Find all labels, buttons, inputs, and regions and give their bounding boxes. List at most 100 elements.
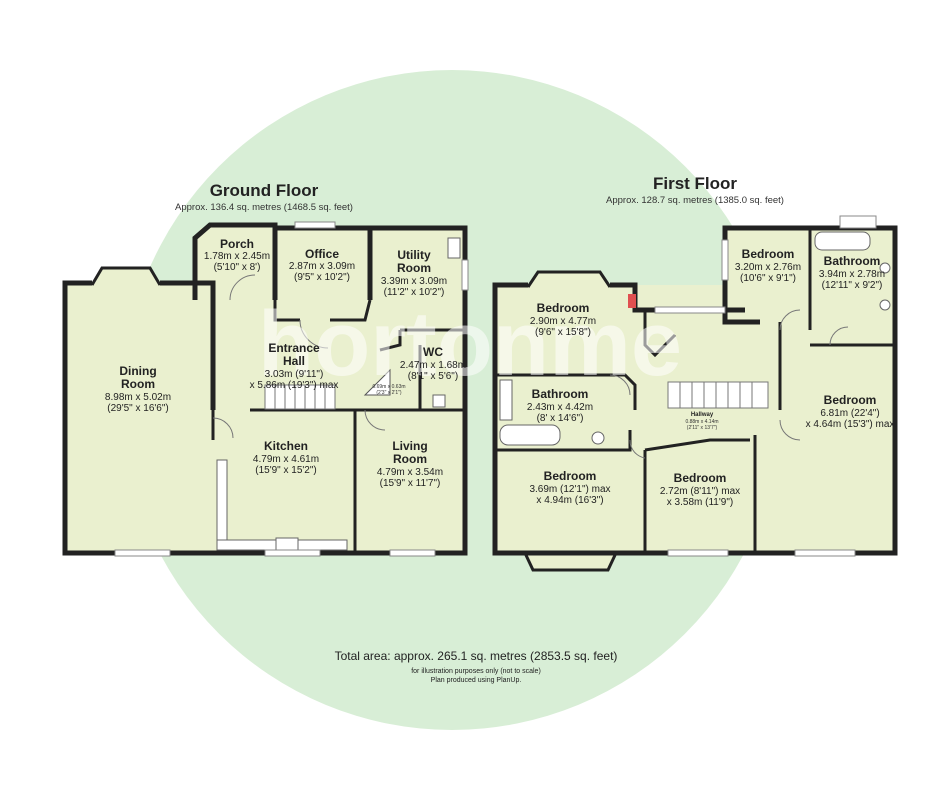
wall-wc-top — [379, 330, 402, 352]
living-window — [389, 549, 436, 557]
office-dim2: (9'5" x 10'2") — [294, 272, 350, 283]
bath-a-sink — [879, 262, 891, 274]
first-stairs — [667, 381, 769, 409]
bath-a-door — [829, 326, 849, 346]
first-left-area — [495, 285, 755, 553]
dining-room-area — [65, 283, 213, 553]
porch-wall — [192, 222, 278, 300]
wall-bed-e-top — [644, 438, 750, 452]
utility-window — [461, 259, 469, 291]
ground-floor-labels: Ground Floor Approx. 136.4 sq. metres (1… — [105, 181, 466, 489]
bed-c-dim1: 6.81m (22'4") — [820, 408, 879, 419]
bed-b-dim1: 3.20m x 2.76m — [735, 262, 801, 273]
bed-b-name: Bedroom — [742, 247, 795, 261]
wc-name: WC — [423, 345, 443, 359]
utility-name2: Room — [397, 261, 431, 275]
wc-dim2: (8'1" x 5'6") — [408, 371, 458, 382]
wc-toilet — [432, 394, 446, 408]
bed-c-window — [794, 549, 856, 557]
first-floor-area: Approx. 128.7 sq. metres (1385.0 sq. fee… — [606, 195, 784, 206]
utility-name1: Utility — [397, 248, 431, 262]
bath-a-window — [839, 215, 877, 229]
footer: Total area: approx. 265.1 sq. metres (28… — [335, 649, 618, 684]
dining-name2: Room — [121, 377, 155, 391]
bath-a-tub — [814, 231, 871, 251]
bed-d-dim2: x 4.94m (16'3") — [536, 495, 603, 506]
hall-dim1: 3.03m (9'11") — [265, 369, 324, 380]
bed-b-dim2: (10'6" x 9'1") — [740, 273, 796, 284]
living-dim1: 4.79m x 3.54m — [377, 467, 443, 478]
bath-b-dim1: 2.43m x 4.42m — [527, 402, 593, 413]
wall-office-bottom — [273, 300, 300, 322]
bed-b-door — [779, 309, 801, 331]
cupboard-dim2: (2'3" x 2'1") — [376, 390, 402, 396]
living-name2: Room — [393, 452, 427, 466]
kitchen-name: Kitchen — [264, 439, 308, 453]
cupboard-dim1: 0.69m x 0.63m — [372, 384, 405, 390]
ground-floor-plan — [62, 221, 469, 557]
bath-b-toilet — [591, 431, 605, 445]
watermark: hortonme — [258, 293, 682, 395]
bath-a-name: Bathroom — [824, 254, 881, 268]
hallway-dim1: 0.88m x 4.14m — [685, 419, 718, 425]
dining-window — [114, 549, 171, 557]
total-area: Total area: approx. 265.1 sq. metres (28… — [335, 649, 618, 663]
bath-a-dim1: 3.94m x 2.78m — [819, 269, 885, 280]
first-floor-labels: First Floor Approx. 128.7 sq. metres (13… — [527, 174, 894, 508]
bed-e-dim1: 2.72m (8'11") max — [660, 486, 740, 497]
office-window — [294, 221, 336, 229]
disclaimer: for illustration purposes only (not to s… — [411, 668, 541, 675]
bath-b-door — [609, 374, 631, 396]
office-dim1: 2.87m x 3.09m — [289, 261, 355, 272]
bed-a-dim2: (9'6" x 15'8") — [535, 327, 591, 338]
hall-name1: Entrance — [268, 341, 320, 355]
wall-bath-bottom — [495, 430, 632, 452]
bed-a-dim1: 2.90m x 4.77m — [530, 316, 596, 327]
dining-bay-wall — [90, 266, 162, 286]
bath-b-shower — [499, 379, 513, 421]
marker — [628, 294, 636, 308]
bed-d-dim1: 3.69m (12'1") max — [529, 484, 610, 495]
bedroom-bay-bottom-wall — [523, 552, 618, 572]
office-door — [299, 319, 329, 349]
kitchen-dim2: (15'9" x 15'2") — [255, 465, 317, 476]
bed-c-name: Bedroom — [824, 393, 877, 407]
kitchen-window — [264, 549, 321, 557]
credit: Plan produced using PlanUp. — [431, 677, 522, 684]
bed-e-window — [667, 549, 729, 557]
bed-a-name: Bedroom — [537, 301, 590, 315]
porch-dim2: (5'10" x 8') — [214, 262, 261, 273]
hall-dim2: x 5.86m (19'3") max — [250, 380, 339, 391]
porch-door — [229, 274, 256, 301]
kitchen-dim1: 4.79m x 4.61m — [253, 454, 319, 465]
dining-dim2: (29'5" x 16'6") — [107, 403, 169, 414]
bed-e-name: Bedroom — [674, 471, 727, 485]
landing-window — [654, 306, 726, 314]
bath-b-dim2: (8' x 14'6") — [537, 413, 584, 424]
bedroom-bay-bottom — [525, 553, 615, 570]
bed-d-name: Bedroom — [544, 469, 597, 483]
wall-office-right — [330, 299, 372, 322]
wc-dim1: 2.47m x 1.68m — [400, 360, 466, 371]
bath-b-name: Bathroom — [532, 387, 589, 401]
ground-stairs — [264, 384, 336, 410]
bed-c-door — [779, 419, 801, 441]
kitchen-door — [212, 417, 234, 439]
utility-dim2: (11'2" x 10'2") — [384, 287, 445, 298]
living-door — [364, 409, 386, 431]
wall-bath-top — [495, 373, 637, 410]
utility-sink — [447, 237, 461, 259]
utility-dim1: 3.39m x 3.09m — [381, 276, 447, 287]
wall-hall-left — [643, 310, 677, 358]
ground-floor-title: Ground Floor — [210, 181, 319, 200]
first-floor-title: First Floor — [653, 174, 737, 193]
hall-name2: Hall — [283, 354, 305, 368]
bath-a-toilet — [879, 299, 891, 311]
bedroom-bay-wall — [526, 270, 612, 288]
bed-d-door — [629, 439, 646, 459]
hallway-dim2: (2'11" x 13'7") — [687, 425, 718, 431]
dining-bay — [95, 268, 158, 283]
bed-b-window — [721, 239, 729, 281]
kitchen-worktop-left — [216, 459, 228, 541]
